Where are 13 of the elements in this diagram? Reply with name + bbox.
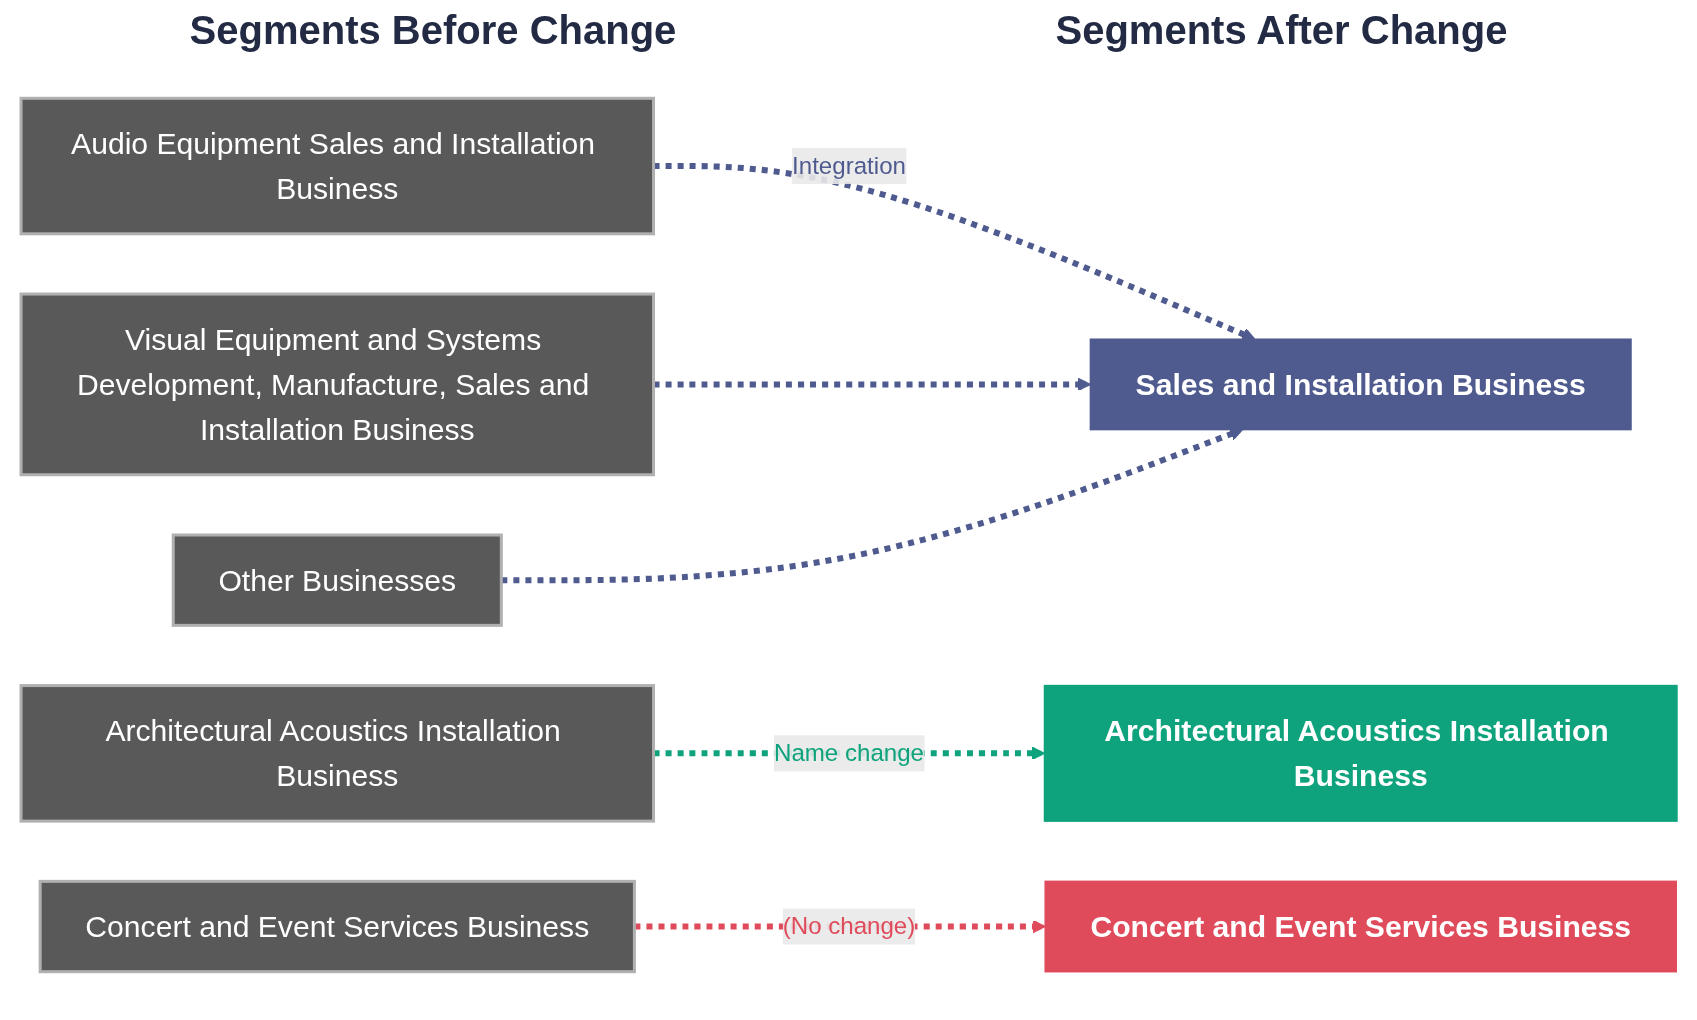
node-box: Architectural Acoustics Installation Business [1043, 684, 1678, 822]
node-box: Concert and Event Services Business [38, 879, 636, 974]
edge-label: (No change) [782, 912, 915, 939]
node-box: Audio Equipment Sales and Installation Business [19, 96, 655, 236]
node-box: Other Businesses [171, 533, 503, 627]
column-heading: Segments Before Change [189, 7, 677, 53]
column-heading: Segments After Change [1055, 7, 1508, 53]
edge-label: Name change [773, 739, 924, 766]
node-box: Concert and Event Services Business [1043, 880, 1677, 973]
node-box: Visual Equipment and Systems Development, Manufacture, Sales and Installation Business [19, 292, 655, 477]
edge-label: Integration [791, 152, 906, 179]
node-box: Sales and Installation Business [1089, 338, 1632, 431]
node-box: Architectural Acoustics Installation Business [19, 684, 655, 823]
